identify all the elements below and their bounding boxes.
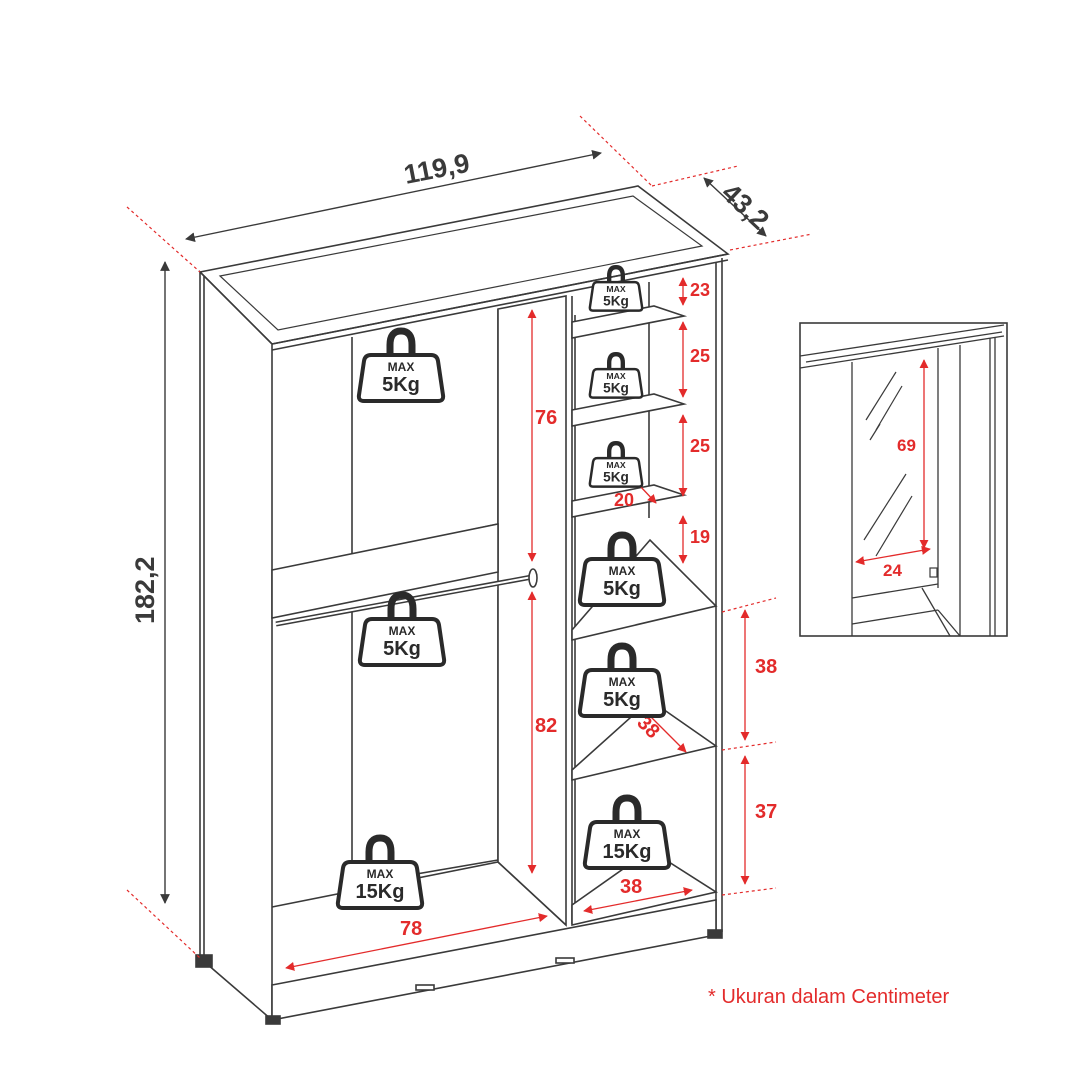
- dim-38-height: 38: [755, 656, 777, 678]
- dim-78: 78: [400, 918, 422, 940]
- svg-text:MAX: MAX: [606, 460, 625, 470]
- svg-text:5Kg: 5Kg: [603, 381, 629, 396]
- weight-icon-shelf-1: MAX 5Kg: [590, 267, 642, 310]
- bottom-plinth: [271, 899, 717, 1021]
- units-note: * Ukuran dalam Centimeter: [708, 986, 950, 1008]
- weight-icon-shelf-4: MAX 5Kg: [580, 535, 664, 605]
- svg-text:5Kg: 5Kg: [603, 294, 629, 309]
- weight-icon-floor: MAX 15Kg: [338, 838, 422, 908]
- svg-text:MAX: MAX: [388, 360, 415, 374]
- overall-dimensions: [160, 149, 767, 904]
- guide-lines: [126, 115, 813, 959]
- svg-text:MAX: MAX: [367, 867, 394, 881]
- svg-text:MAX: MAX: [606, 371, 625, 381]
- svg-text:15Kg: 15Kg: [603, 841, 652, 863]
- svg-text:5Kg: 5Kg: [383, 638, 421, 660]
- svg-text:MAX: MAX: [609, 564, 636, 578]
- dim-25-b: 25: [690, 436, 710, 456]
- dim-76: 76: [535, 407, 557, 429]
- svg-text:MAX: MAX: [606, 284, 625, 294]
- svg-text:15Kg: 15Kg: [356, 881, 405, 903]
- mirror-width-label: 24: [883, 561, 902, 580]
- shelf-2: [571, 393, 688, 427]
- dim-20: 20: [614, 490, 634, 510]
- dim-23: 23: [690, 280, 710, 300]
- red-dimension-lines: [285, 277, 750, 971]
- svg-text:MAX: MAX: [614, 827, 641, 841]
- left-side-panel: [199, 270, 273, 1022]
- weight-icon-rail: MAX 5Kg: [360, 595, 444, 665]
- inset-mirror-detail: 69 24: [799, 322, 1008, 637]
- weight-icon-shelf-3: MAX 5Kg: [590, 443, 642, 486]
- svg-text:5Kg: 5Kg: [603, 578, 641, 600]
- mirror-glare: [863, 371, 913, 557]
- svg-text:5Kg: 5Kg: [382, 374, 420, 396]
- weight-icon-shelf-2: MAX 5Kg: [590, 354, 642, 397]
- shelf-5: [571, 698, 718, 782]
- dim-37: 37: [755, 801, 777, 823]
- width-label: 119,9: [401, 148, 472, 190]
- mirror-height-label: 69: [897, 436, 916, 455]
- weight-icon-top-left: MAX 5Kg: [359, 331, 443, 401]
- dim-19: 19: [690, 527, 710, 547]
- dim-38-width: 38: [620, 876, 642, 898]
- svg-text:5Kg: 5Kg: [603, 470, 629, 485]
- weight-icon-shelf-bottom: MAX 15Kg: [585, 798, 669, 868]
- dim-82: 82: [535, 715, 557, 737]
- weight-icon-shelf-5: MAX 5Kg: [580, 646, 664, 716]
- svg-text:MAX: MAX: [389, 624, 416, 638]
- svg-text:5Kg: 5Kg: [603, 689, 641, 711]
- top-front-edge: [271, 253, 729, 345]
- depth-label: 43,2: [716, 177, 775, 235]
- height-label: 182,2: [130, 556, 160, 624]
- svg-text:MAX: MAX: [609, 675, 636, 689]
- dim-25-a: 25: [690, 346, 710, 366]
